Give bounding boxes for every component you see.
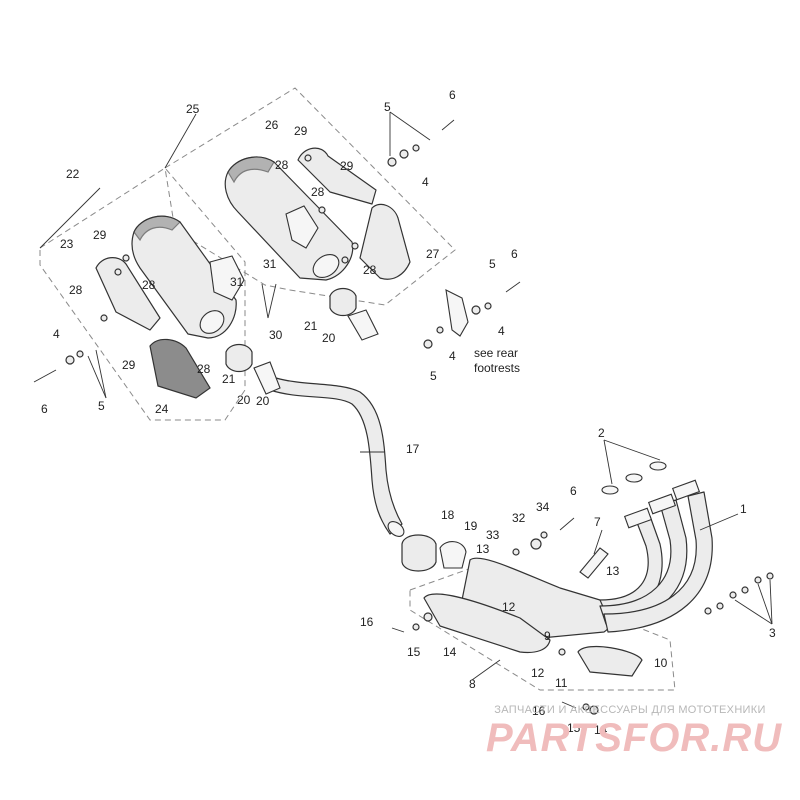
left-silencer-assembly — [95, 215, 245, 399]
fasteners — [33, 119, 599, 715]
callout-26: 26 — [265, 118, 279, 132]
callout-labels: 1 2 3 4 4 4 4 5 5 5 5 6 6 6 6 7 8 9 10 1… — [41, 88, 776, 737]
pipe-clamp-19 — [439, 541, 467, 569]
callout-20: 20 — [322, 331, 336, 345]
footrest-note-line1: see rear — [474, 346, 518, 360]
left-mount-bracket — [209, 255, 245, 301]
footrest-bracket — [445, 289, 469, 337]
callout-4: 4 — [449, 349, 456, 363]
right-mount-bracket — [285, 205, 319, 249]
clamp-21-right — [347, 309, 379, 341]
callout-4: 4 — [53, 327, 60, 341]
clamp-21-left — [253, 361, 281, 395]
callout-3: 3 — [769, 626, 776, 640]
callout-19: 19 — [464, 519, 478, 533]
left-heat-shield — [95, 257, 161, 331]
coupling-left — [225, 343, 253, 373]
callout-12: 12 — [531, 666, 545, 680]
callout-22: 22 — [66, 167, 80, 181]
callout-6: 6 — [41, 402, 48, 416]
callout-1: 1 — [740, 502, 747, 516]
callout-28: 28 — [69, 283, 83, 297]
coupling-right — [329, 287, 357, 317]
right-silencer-assembly — [224, 147, 411, 281]
callout-32: 32 — [512, 511, 526, 525]
right-heat-shield — [297, 147, 377, 205]
callout-18: 18 — [441, 508, 455, 522]
callout-28: 28 — [197, 362, 211, 376]
callout-13: 13 — [476, 542, 490, 556]
catalyst-heat-shield — [423, 593, 551, 654]
callout-20: 20 — [237, 393, 251, 407]
callout-5: 5 — [98, 399, 105, 413]
group-box-right-silencer — [164, 87, 456, 306]
catalyst-and-header — [423, 479, 713, 677]
watermark-subtitle: ЗАПЧАСТИ И АКСЕССУАРЫ ДЛЯ МОТОТЕХНИКИ — [494, 704, 766, 716]
callout-24: 24 — [155, 402, 169, 416]
callout-2: 2 — [598, 426, 605, 440]
callout-28: 28 — [311, 185, 325, 199]
callout-5: 5 — [430, 369, 437, 383]
callout-21: 21 — [304, 319, 318, 333]
link-pipe — [269, 377, 403, 535]
callout-14: 14 — [443, 645, 457, 659]
callout-31: 31 — [263, 257, 277, 271]
right-end-cap — [359, 203, 411, 280]
o2-sensor — [579, 547, 609, 579]
callout-30: 30 — [269, 328, 283, 342]
callout-20: 20 — [256, 394, 270, 408]
callout-6: 6 — [511, 247, 518, 261]
callout-29: 29 — [294, 124, 308, 138]
callout-21: 21 — [222, 372, 236, 386]
header-nuts — [704, 572, 774, 615]
callout-8: 8 — [469, 677, 476, 691]
callout-6: 6 — [449, 88, 456, 102]
callout-23: 23 — [60, 237, 74, 251]
callout-31: 31 — [230, 275, 244, 289]
left-end-cap — [149, 338, 211, 399]
callout-6: 6 — [570, 484, 577, 498]
callout-16: 16 — [532, 704, 546, 718]
footrest-note-line2: footrests — [474, 361, 520, 375]
callout-17: 17 — [406, 442, 420, 456]
callout-5: 5 — [489, 257, 496, 271]
coupling-sleeve — [401, 534, 437, 572]
watermark-logo: PARTSFOR.RU — [486, 716, 783, 760]
callout-12: 12 — [502, 600, 516, 614]
callout-9: 9 — [544, 629, 551, 643]
callout-15: 15 — [407, 645, 421, 659]
callout-33: 33 — [486, 528, 500, 542]
callout-16: 16 — [360, 615, 374, 629]
callout-28: 28 — [275, 158, 289, 172]
callout-27: 27 — [426, 247, 440, 261]
callout-7: 7 — [594, 515, 601, 529]
header-pipe-3 — [603, 491, 713, 633]
callout-10: 10 — [654, 656, 668, 670]
callout-4: 4 — [498, 324, 505, 338]
leader-lines — [39, 111, 773, 681]
callout-13: 13 — [606, 564, 620, 578]
callout-29: 29 — [340, 159, 354, 173]
gaskets — [601, 461, 667, 495]
catalyst-guard — [577, 645, 643, 677]
callout-11: 11 — [555, 676, 568, 690]
callout-34: 34 — [536, 500, 550, 514]
callout-29: 29 — [122, 358, 136, 372]
callout-15: 15 — [567, 721, 581, 735]
callout-5: 5 — [384, 100, 391, 114]
callout-25: 25 — [186, 102, 200, 116]
callout-28: 28 — [363, 263, 377, 277]
callout-4: 4 — [422, 175, 429, 189]
callout-14: 14 — [594, 723, 608, 737]
callout-29: 29 — [93, 228, 107, 242]
callout-28: 28 — [142, 278, 156, 292]
